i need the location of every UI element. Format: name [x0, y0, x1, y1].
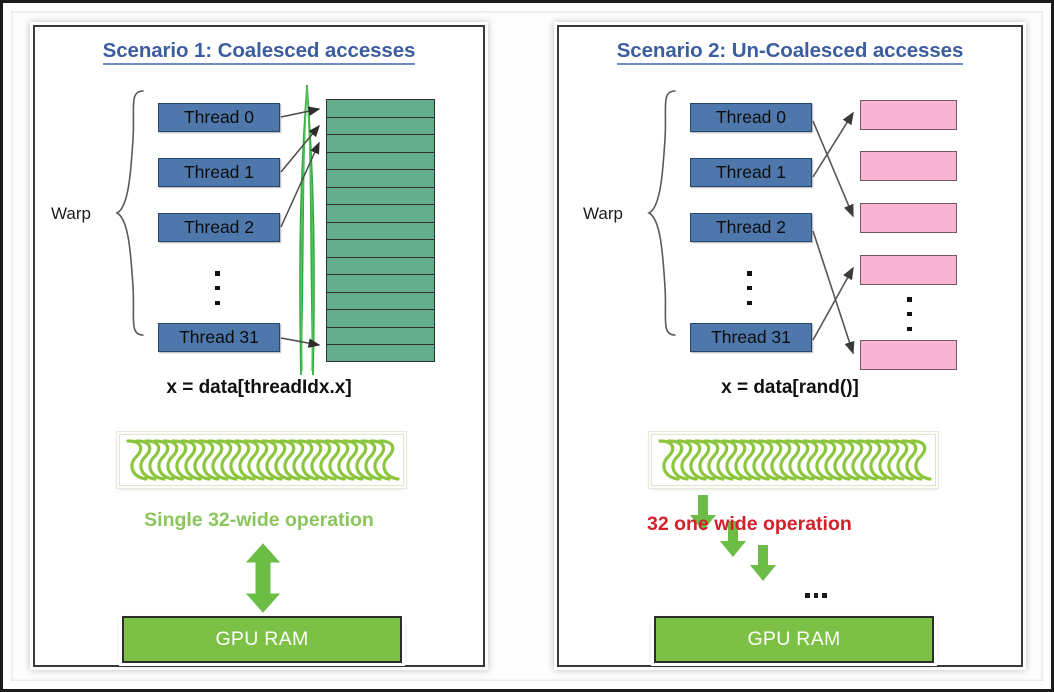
warp-label-right: Warp: [583, 204, 623, 223]
thread-box-1-label: Thread 1: [183, 161, 255, 182]
thread-box-2[interactable]: Thread 2: [158, 213, 280, 242]
gpu-ram-right-label: GPU RAM: [747, 628, 841, 650]
memory-box-p1: [860, 100, 957, 130]
memory-box-p4: [860, 255, 957, 285]
warp-brace-right: [647, 90, 676, 336]
thread-box-r2-label: Thread 2: [715, 216, 787, 237]
thread-box-1[interactable]: Thread 1: [158, 158, 280, 187]
thread-box-31-label: Thread 31: [179, 326, 259, 347]
gpu-ram-left-label: GPU RAM: [215, 628, 309, 650]
memory-row: [326, 151, 435, 169]
warp-squiggle-graphic-right: [658, 439, 932, 481]
thread-vertical-ellipsis-right: [747, 271, 752, 305]
warp-brace-left: [115, 90, 144, 336]
thread-box-r1[interactable]: Thread 1: [690, 158, 812, 187]
memory-row: [326, 134, 435, 152]
gpu-ram-right: GPU RAM: [654, 616, 934, 663]
memory-row: [326, 344, 435, 362]
scenario-1-title: Scenario 1: Coalesced accesses: [35, 39, 483, 65]
gpu-ram-left: GPU RAM: [122, 616, 402, 663]
thread-box-2-label: Thread 2: [183, 216, 255, 237]
uncoalesced-access-arrows: [812, 111, 855, 355]
memory-row: [326, 326, 435, 344]
thread-box-r2[interactable]: Thread 2: [690, 213, 812, 242]
thread-box-r1-label: Thread 1: [715, 161, 787, 182]
scenario-1-title-text: Scenario 1: Coalesced accesses: [102, 39, 415, 65]
thread-box-r0-label: Thread 0: [715, 106, 787, 127]
memory-row: [326, 239, 435, 257]
caption-right: 32 one wide operation: [647, 513, 852, 535]
memory-box-p2: [860, 151, 957, 181]
memory-row: [326, 99, 435, 117]
memory-box-p3: [860, 203, 957, 233]
thread-box-0[interactable]: Thread 0: [158, 103, 280, 132]
memory-vertical-ellipsis-right: [907, 297, 912, 331]
memory-row: [326, 186, 435, 204]
thread-box-0-label: Thread 0: [183, 106, 255, 127]
memory-row: [326, 274, 435, 292]
scenario-2-title-text: Scenario 2: Un-Coalesced accesses: [616, 39, 963, 65]
memory-row: [326, 204, 435, 222]
memory-row: [326, 309, 435, 327]
memory-row: [326, 169, 435, 187]
serialized-arrows-ellipsis: [805, 593, 827, 598]
memory-row: [326, 221, 435, 239]
memory-column-green: [326, 99, 435, 362]
scenario-2-title: Scenario 2: Un-Coalesced accesses: [559, 39, 1021, 65]
memory-row: [326, 291, 435, 309]
thread-vertical-ellipsis-left: [215, 271, 220, 305]
memory-box-p5: [860, 340, 957, 370]
warp-label-left: Warp: [51, 204, 91, 223]
warp-squiggle-graphic-left: [126, 439, 400, 481]
memory-row: [326, 116, 435, 134]
warp-lens-highlight: [299, 84, 315, 376]
warp-squiggle-box-right: [651, 434, 936, 486]
memory-row: [326, 256, 435, 274]
scenario-2-panel: Scenario 2: Un-Coalesced accesses Warp T…: [557, 25, 1023, 667]
warp-squiggle-box-left: [119, 434, 404, 486]
bidirectional-memory-arrow: [245, 543, 281, 613]
thread-box-r31-label: Thread 31: [711, 326, 791, 347]
serialized-access-arrows: [690, 495, 776, 581]
scenario-1-panel: Scenario 1: Coalesced accesses Warp Thre…: [33, 25, 485, 667]
code-text-left: x = data[threadIdx.x]: [166, 377, 352, 398]
thread-box-r0[interactable]: Thread 0: [690, 103, 812, 132]
thread-box-r31[interactable]: Thread 31: [690, 323, 812, 352]
code-text-right: x = data[rand()]: [721, 377, 859, 398]
figure-inner-surface: Scenario 1: Coalesced accesses Warp Thre…: [11, 11, 1043, 681]
caption-left: Single 32-wide operation: [144, 509, 374, 531]
thread-box-31[interactable]: Thread 31: [158, 323, 280, 352]
coalesced-access-arrows: [280, 106, 321, 348]
